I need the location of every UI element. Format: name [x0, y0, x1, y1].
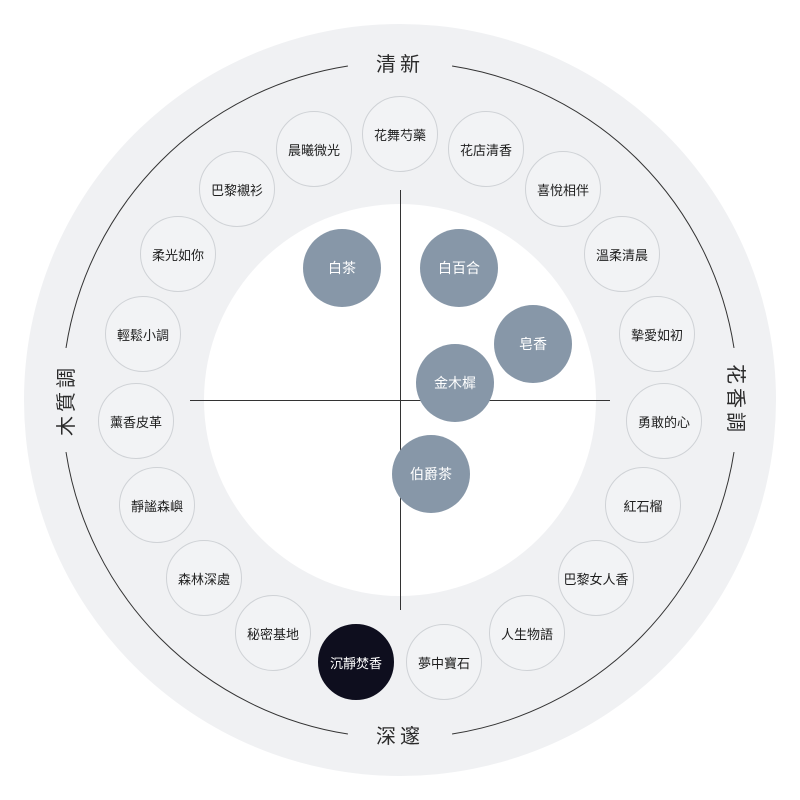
ring-item-label: 摯愛如初 — [630, 328, 683, 344]
ring-item-17[interactable]: 巴黎襯衫 — [199, 151, 275, 227]
axis-label-right: 花香調 — [724, 364, 748, 436]
ring-item-12[interactable]: 森林深處 — [166, 540, 242, 616]
axis-label-top: 清新 — [376, 52, 424, 76]
ring-item-label: 晨曦微光 — [287, 143, 340, 159]
axis-label-bottom: 深邃 — [376, 724, 424, 748]
ring-item-13[interactable]: 靜謐森嶼 — [119, 467, 195, 543]
note-white-tea[interactable]: 白茶 — [303, 229, 381, 307]
ring-item-label: 夢中寶石 — [417, 656, 470, 672]
ring-item-8[interactable]: 人生物語 — [489, 595, 565, 671]
ring-item-label: 巴黎襯衫 — [210, 183, 263, 199]
ring-item-4[interactable]: 摯愛如初 — [619, 296, 695, 372]
ring-item-14[interactable]: 薰香皮革 — [98, 383, 174, 459]
ring-item-label: 輕鬆小調 — [116, 328, 169, 344]
arc-top-right — [452, 65, 735, 348]
arc-bottom-left — [65, 452, 348, 735]
note-label: 白百合 — [438, 261, 480, 277]
vertical-axis-line — [400, 190, 401, 610]
ring-item-label: 紅石榴 — [623, 499, 663, 515]
ring-item-11[interactable]: 秘密基地 — [235, 595, 311, 671]
ring-item-label: 人生物語 — [500, 627, 553, 643]
ring-item-label: 巴黎女人香 — [563, 572, 629, 588]
ring-item-6[interactable]: 紅石榴 — [605, 467, 681, 543]
note-label: 白茶 — [328, 261, 356, 277]
ring-item-16[interactable]: 柔光如你 — [140, 216, 216, 292]
ring-item-7[interactable]: 巴黎女人香 — [558, 540, 634, 616]
note-earl-grey[interactable]: 伯爵茶 — [392, 435, 470, 513]
ring-item-label: 喜悅相伴 — [536, 183, 589, 199]
note-label: 伯爵茶 — [410, 467, 452, 483]
ring-item-label: 溫柔清晨 — [595, 248, 648, 264]
arc-bottom-right — [452, 452, 735, 735]
ring-item-label: 花舞芍藥 — [373, 128, 426, 144]
note-label: 金木樨 — [434, 376, 476, 392]
ring-item-5[interactable]: 勇敢的心 — [626, 383, 702, 459]
ring-item-2[interactable]: 喜悅相伴 — [525, 151, 601, 227]
ring-item-15[interactable]: 輕鬆小調 — [105, 296, 181, 372]
ring-item-3[interactable]: 溫柔清晨 — [584, 216, 660, 292]
ring-item-9[interactable]: 夢中寶石 — [406, 624, 482, 700]
ring-item-label: 秘密基地 — [246, 627, 299, 643]
ring-item-1[interactable]: 花店清香 — [448, 111, 524, 187]
note-soap[interactable]: 皂香 — [494, 305, 572, 383]
axis-label-left: 木質調 — [54, 364, 78, 436]
ring-item-10-selected[interactable]: 沉靜焚香 — [318, 624, 394, 700]
note-osmanthus[interactable]: 金木樨 — [416, 344, 494, 422]
ring-item-label: 柔光如你 — [151, 248, 204, 264]
ring-item-label: 沉靜焚香 — [329, 656, 382, 672]
ring-item-18[interactable]: 晨曦微光 — [276, 111, 352, 187]
ring-item-label: 森林深處 — [177, 572, 230, 588]
ring-item-label: 靜謐森嶼 — [130, 499, 183, 515]
ring-item-label: 勇敢的心 — [637, 415, 690, 431]
arc-top-left — [65, 65, 348, 348]
note-white-lily[interactable]: 白百合 — [420, 229, 498, 307]
ring-item-label: 薰香皮革 — [109, 415, 162, 431]
ring-item-label: 花店清香 — [459, 143, 512, 159]
note-label: 皂香 — [519, 337, 547, 353]
ring-item-0[interactable]: 花舞芍藥 — [362, 96, 438, 172]
